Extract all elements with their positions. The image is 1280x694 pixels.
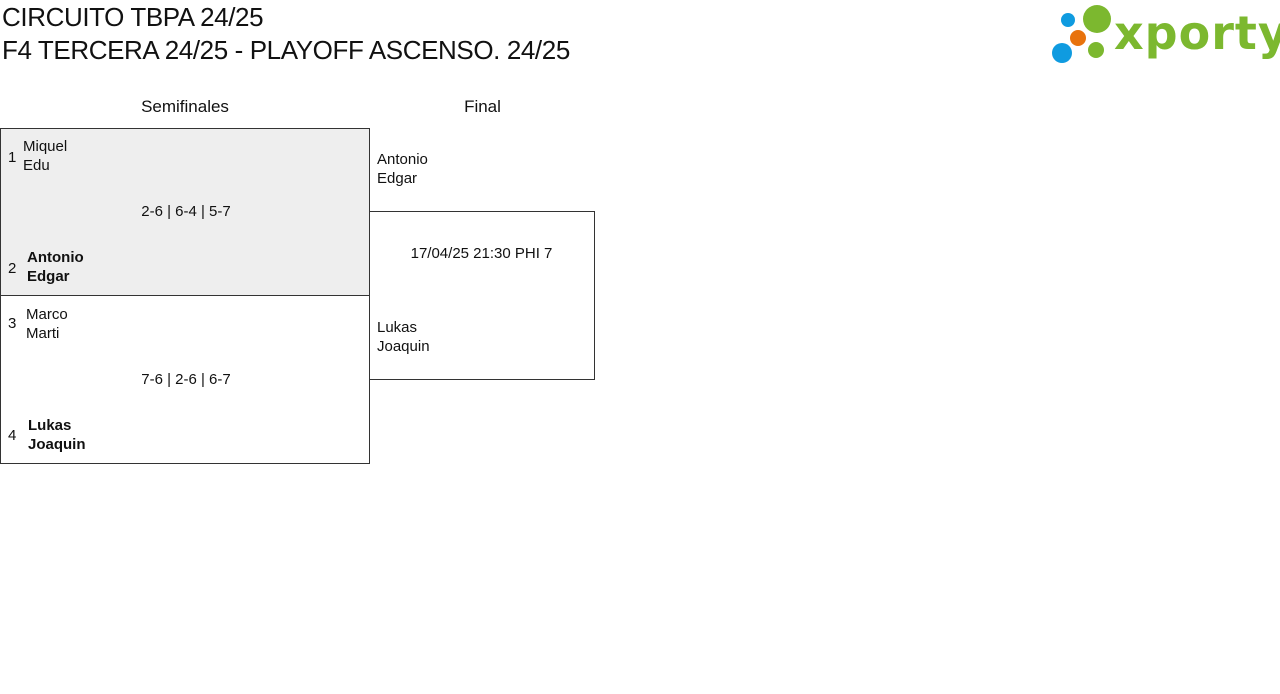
player-name: Edu bbox=[23, 157, 50, 174]
final-team-bottom[interactable]: Lukas Joaquin bbox=[377, 318, 430, 356]
round-header-final: Final bbox=[464, 97, 501, 116]
match-score: 7-6 | 2-6 | 6-7 bbox=[141, 371, 231, 388]
logo-wordmark: xporty bbox=[1114, 6, 1280, 60]
player-name: Lukas bbox=[377, 319, 418, 336]
round-header-semifinales: Semifinales bbox=[141, 97, 229, 116]
team-bottom-winner[interactable]: Lukas Joaquin bbox=[28, 416, 86, 454]
tournament-title: CIRCUITO TBPA 24/25 bbox=[2, 2, 264, 32]
player-name: Antonio bbox=[377, 151, 428, 168]
player-name: Marti bbox=[26, 325, 60, 342]
seed-number: 3 bbox=[8, 315, 17, 332]
team-top[interactable]: Miquel Edu bbox=[23, 137, 67, 175]
seed-number: 2 bbox=[8, 260, 17, 277]
player-name: Antonio bbox=[27, 249, 84, 266]
xporty-logo[interactable]: xporty bbox=[1052, 4, 1280, 66]
category-title: F4 TERCERA 24/25 - PLAYOFF ASCENSO. 24/2… bbox=[2, 35, 570, 65]
semifinal-match-2[interactable]: 3 Marco Marti 7-6 | 2-6 | 6-7 4 Lukas Jo… bbox=[0, 295, 370, 464]
team-top[interactable]: Marco Marti bbox=[26, 305, 68, 343]
match-score: 2-6 | 6-4 | 5-7 bbox=[141, 203, 231, 220]
player-name: Joaquin bbox=[377, 338, 430, 355]
player-name: Joaquin bbox=[28, 436, 86, 453]
final-team-top[interactable]: Antonio Edgar bbox=[377, 150, 428, 188]
player-name: Lukas bbox=[28, 417, 72, 434]
xporty-dots-icon bbox=[1052, 5, 1111, 63]
player-name: Edgar bbox=[27, 268, 70, 285]
team-bottom-winner[interactable]: Antonio Edgar bbox=[27, 248, 84, 286]
final-match[interactable]: 17/04/25 21:30 PHI 7 bbox=[369, 211, 595, 380]
player-name: Edgar bbox=[377, 170, 418, 187]
seed-number: 4 bbox=[8, 427, 17, 444]
final-schedule: 17/04/25 21:30 PHI 7 bbox=[410, 245, 553, 262]
seed-number: 1 bbox=[8, 149, 17, 166]
semifinal-match-1[interactable]: 1 Miquel Edu 2-6 | 6-4 | 5-7 2 Antonio E… bbox=[0, 128, 370, 296]
player-name: Miquel bbox=[23, 138, 68, 155]
player-name: Marco bbox=[26, 306, 68, 323]
